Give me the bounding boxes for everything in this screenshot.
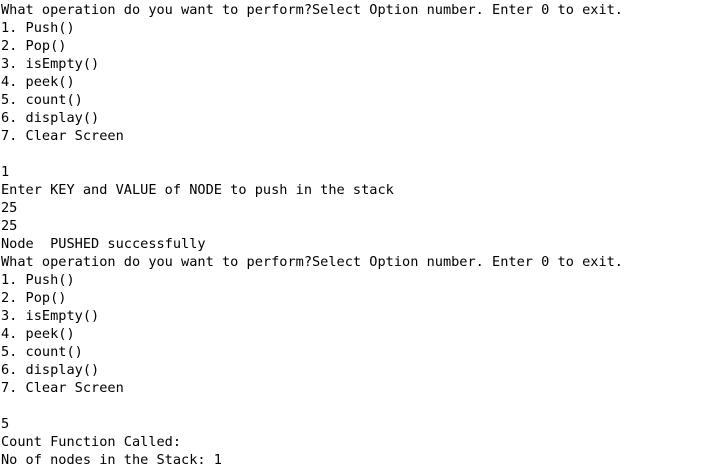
push-prompt: Enter KEY and VALUE of NODE to push in t…	[1, 182, 394, 198]
blank-line	[1, 397, 708, 415]
menu-option-clear-screen: 7. Clear Screen	[1, 380, 124, 396]
menu-option-count: 5. count()	[1, 92, 83, 108]
menu-option-display: 6. display()	[1, 362, 100, 378]
menu-option-count: 5. count()	[1, 344, 83, 360]
menu-prompt: What operation do you want to perform?Se…	[1, 254, 623, 270]
push-success-message: Node PUSHED successfully	[1, 236, 206, 252]
menu-option-push: 1. Push()	[1, 272, 75, 288]
menu-option-peek: 4. peek()	[1, 326, 75, 342]
menu-option-display: 6. display()	[1, 110, 100, 126]
count-called-message: Count Function Called:	[1, 434, 182, 450]
menu-option-isempty: 3. isEmpty()	[1, 56, 100, 72]
blank-line	[1, 145, 708, 163]
node-count-message: No of nodes in the Stack: 1	[1, 452, 222, 468]
menu-prompt: What operation do you want to perform?Se…	[1, 2, 623, 18]
menu-option-pop: 2. Pop()	[1, 38, 67, 54]
user-input-line: 5	[1, 416, 10, 432]
user-input-line: 25	[1, 218, 18, 234]
user-input-line: 1	[1, 164, 10, 180]
menu-option-push: 1. Push()	[1, 20, 75, 36]
menu-option-clear-screen: 7. Clear Screen	[1, 128, 124, 144]
menu-option-peek: 4. peek()	[1, 74, 75, 90]
menu-option-isempty: 3. isEmpty()	[1, 308, 100, 324]
menu-option-pop: 2. Pop()	[1, 290, 67, 306]
user-input-line: 25	[1, 200, 18, 216]
